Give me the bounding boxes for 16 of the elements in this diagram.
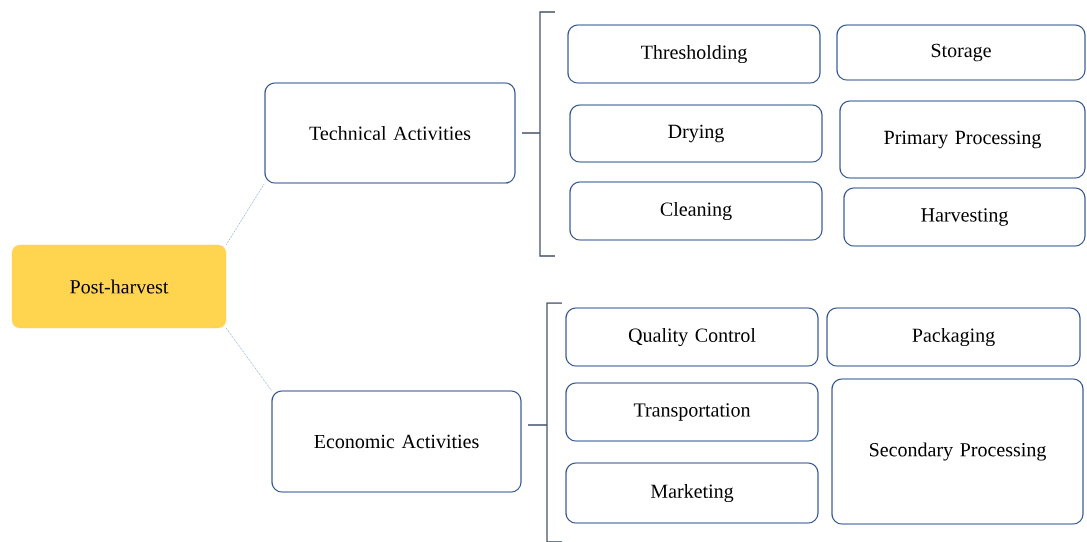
category-box: Economic Activities — [271, 390, 522, 493]
activity-box: Cleaning — [569, 181, 823, 241]
activity-box: Marketing — [565, 462, 819, 524]
activity-box: Packaging — [826, 307, 1081, 367]
activity-box: Storage — [836, 24, 1086, 81]
activity-box: Transportation — [565, 382, 819, 442]
activity-box: Drying — [569, 104, 823, 163]
activity-box: Thresholding — [567, 24, 821, 84]
root-box: Post-harvest — [11, 244, 227, 329]
connector-line — [225, 183, 265, 246]
category-box: Technical Activities — [264, 82, 516, 184]
activity-box: Secondary Processing — [831, 378, 1084, 525]
activity-box: Quality Control — [565, 307, 819, 367]
activity-box: Harvesting — [843, 187, 1086, 247]
connector-line — [225, 327, 272, 391]
activity-box: Primary Processing — [839, 100, 1086, 179]
